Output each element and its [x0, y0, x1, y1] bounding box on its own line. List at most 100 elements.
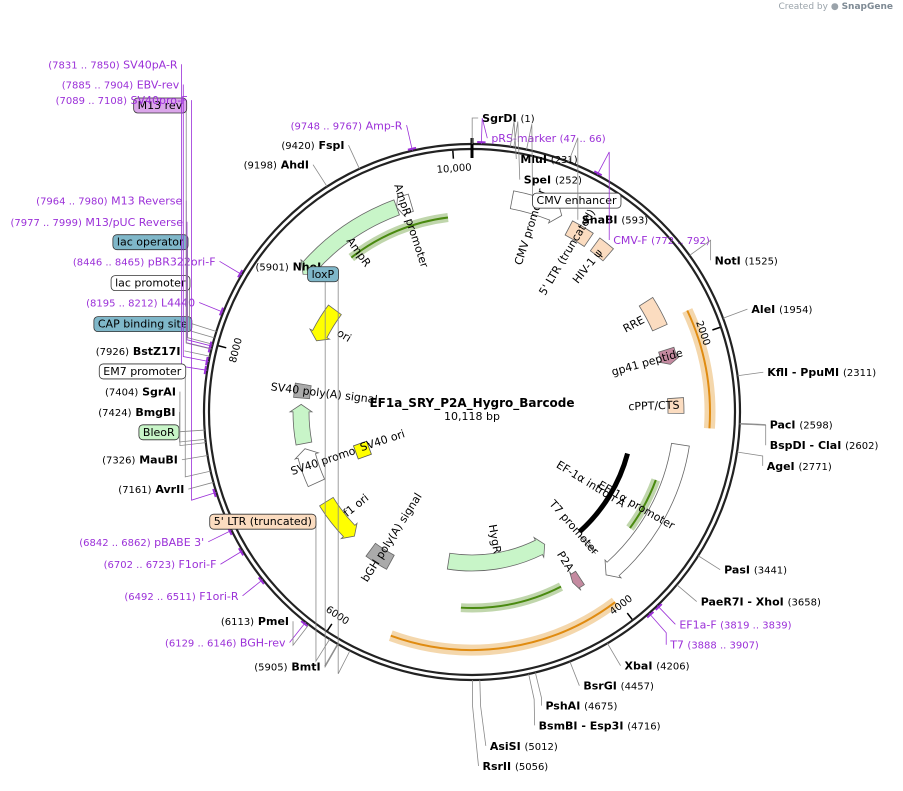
cmv-enhancer-feature-label[interactable]: CMV enhancer: [526, 124, 622, 209]
t7-promoter-feature-label: T7 promoter: [546, 497, 602, 558]
leader-line: [312, 164, 328, 187]
agei-site-label[interactable]: AgeI (2771): [736, 451, 832, 473]
leader-line: [208, 529, 232, 543]
pmei-site-label[interactable]: (6113) PmeI: [221, 615, 310, 647]
label-text: (7885 .. 7904) EBV-rev: [62, 79, 180, 92]
feature-box-text: loxP: [312, 268, 335, 281]
5-ltr-truncated-feature: [564, 220, 594, 248]
leader-line: [184, 350, 210, 357]
fspi-site-label[interactable]: (9420) FspI: [281, 139, 360, 169]
pshai-site-label[interactable]: PshAI (4675): [534, 672, 617, 713]
bgh-poly-a-signal-feature-label: bGH poly(A) signal: [359, 491, 425, 585]
ahdi-site-label[interactable]: (9198) AhdI: [244, 159, 328, 187]
label-text: (7404) SgrAI: [105, 386, 176, 399]
sv40pro-f-primer-label[interactable]: (7089 .. 7108) SV40pro-F: [56, 94, 217, 501]
kfli-ppumi-site-label[interactable]: KflI - PpuMI (2311): [737, 366, 877, 379]
leader-line: [568, 137, 579, 220]
leader-line: [337, 273, 351, 674]
label-text: BspDI - ClaI (2602): [770, 439, 879, 452]
loxp-feature-label[interactable]: loxP: [307, 266, 351, 674]
avrii-site-label[interactable]: (7161) AvrII: [118, 481, 214, 496]
snabi-site-label[interactable]: SnaBI (593): [568, 137, 648, 227]
rsrii-site-label[interactable]: RsrII (5056): [472, 679, 548, 773]
bgh-rev-primer-label[interactable]: (6129 .. 6146) BGH-rev: [165, 620, 309, 650]
prs-marker-primer-label[interactable]: pRS-marker (47 .. 66): [477, 118, 606, 145]
leader-line: [607, 643, 621, 666]
leader-line: [596, 151, 610, 240]
f1ori-f-primer-label[interactable]: (6702 .. 6723) F1ori-F: [104, 547, 245, 571]
plasmid-name: EF1a_SRY_P2A_Hygro_Barcode: [369, 396, 574, 411]
label-text: (6113) PmeI: [221, 615, 289, 628]
leader-line: [179, 391, 206, 447]
ef1a-f-primer-label[interactable]: EF1a-F (3819 .. 3839): [655, 603, 792, 631]
leader-line: [736, 451, 764, 466]
hiv-1-psi-feature-label: HIV-1 ψ: [570, 247, 605, 286]
primer-marker: [257, 576, 265, 585]
label-text: KflI - PpuMI (2311): [767, 366, 876, 379]
mlui-site-label[interactable]: MluI (231): [509, 120, 578, 166]
maubi-site-label[interactable]: (7326) MauBI: [102, 454, 208, 467]
lac-operator-feature-label[interactable]: lac operator: [112, 234, 213, 345]
bspdi-clai-site-label[interactable]: BspDI - ClaI (2602): [739, 423, 879, 452]
f1ori-r-primer-label[interactable]: (6492 .. 6511) F1ori-R: [124, 576, 265, 603]
lac-promoter-feature-label[interactable]: lac promoter: [110, 275, 215, 339]
rre-feature-label: RRE: [621, 313, 647, 335]
alei-site-label[interactable]: AleI (1954): [722, 303, 812, 319]
leader-line: [722, 308, 748, 319]
leader-line: [184, 370, 211, 478]
paer7i-xhoi-site-label[interactable]: PaeR7I - XhoI (3658): [676, 584, 821, 609]
noti-site-label[interactable]: NotI (1525): [689, 239, 778, 267]
5-ltr-truncated-feature-label[interactable]: 5' LTR (truncated): [209, 513, 331, 663]
label-text: (9748 .. 9767) Amp-R: [291, 119, 403, 132]
bmti-site-label[interactable]: (5905) BmtI: [254, 643, 338, 673]
leader-line: [697, 555, 721, 571]
label-text: (6129 .. 6146) BGH-rev: [165, 637, 286, 650]
leader-line: [657, 605, 676, 625]
pasi-site-label[interactable]: PasI (3441): [697, 555, 787, 577]
asisi-site-label[interactable]: AsiSI (5012): [479, 679, 558, 753]
cmv-f-primer-label[interactable]: CMV-F (772 .. 792): [593, 151, 710, 247]
snapgene-logo-icon: ●: [830, 2, 839, 12]
primer-marker: [203, 365, 207, 375]
feature-box: [307, 266, 339, 283]
orf-green-3: [460, 585, 562, 609]
leader-line: [479, 679, 487, 746]
amp-r-primer-label[interactable]: (9748 .. 9767) Amp-R: [291, 119, 417, 151]
label-text: SpeI (252): [524, 174, 582, 187]
sv40-ori-feature-label: SV40 ori: [358, 427, 406, 454]
label-text: (7831 .. 7850) SV40pA-R: [48, 58, 178, 71]
ruler-label: 6000: [323, 604, 350, 627]
t7-primer-label[interactable]: T7 (3888 .. 3907): [646, 611, 759, 652]
xbai-site-label[interactable]: XbaI (4206): [607, 643, 690, 673]
bsrgi-site-label[interactable]: BsrGI (4457): [569, 661, 654, 693]
orf-orange-2: [390, 601, 616, 651]
ruler-tick: [326, 623, 333, 631]
bstz17i-site-label[interactable]: (7926) BstZ17I: [96, 345, 210, 358]
sgrdi-site-label[interactable]: SgrDI (1): [471, 112, 535, 145]
sgrai-site-label[interactable]: (7404) SgrAI: [105, 386, 206, 447]
leader-line: [648, 612, 667, 645]
em7-promoter-feature-label[interactable]: EM7 promoter: [98, 363, 211, 478]
cap-binding-site-feature-label[interactable]: CAP binding site: [93, 316, 217, 333]
leader-line: [198, 302, 224, 313]
bleor-feature-label[interactable]: BleoR: [138, 424, 205, 441]
hiv-1-psi-feature: [589, 237, 615, 262]
label-text: SgrDI (1): [482, 112, 535, 125]
ebv-rev-primer-label[interactable]: (7885 .. 7904) EBV-rev: [62, 79, 209, 366]
leader-line: [509, 120, 517, 160]
bsmbi-esp3i-site-label[interactable]: BsmBI - Esp3I (4716): [528, 673, 661, 732]
pbr322ori-f-primer-label[interactable]: (8446 .. 8465) pBR322ori-F: [73, 255, 244, 278]
label-text: (6492 .. 6511) F1ori-R: [124, 590, 239, 603]
paci-site-label[interactable]: PacI (2598): [739, 419, 833, 432]
m13-puc-reverse-primer-label[interactable]: (7977 .. 7999) M13/pUC Reverse: [10, 216, 213, 351]
feature-box: [112, 234, 189, 251]
l4440-primer-label[interactable]: (8195 .. 8212) L4440: [86, 297, 224, 316]
spei-site-label[interactable]: SpeI (252): [513, 121, 582, 187]
pbabe-3-primer-label[interactable]: (6842 .. 6862) pBABE 3': [79, 527, 233, 549]
m13-rev-feature-label[interactable]: M13 rev: [133, 97, 212, 350]
label-text: (9198) AhdI: [244, 159, 309, 172]
primer-marker: [593, 170, 603, 177]
leader-line: [315, 521, 331, 663]
primer-marker: [237, 269, 244, 278]
feature-box-text: M13 rev: [138, 99, 183, 112]
